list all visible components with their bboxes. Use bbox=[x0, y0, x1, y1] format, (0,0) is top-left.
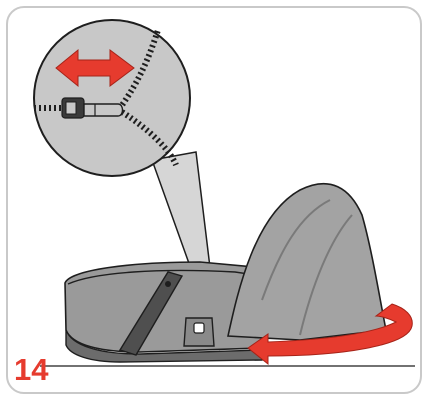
carrycot-hood bbox=[228, 184, 386, 340]
step-number: 14 bbox=[14, 354, 48, 385]
bracket-slot bbox=[194, 323, 204, 333]
handle-pivot bbox=[165, 281, 171, 287]
